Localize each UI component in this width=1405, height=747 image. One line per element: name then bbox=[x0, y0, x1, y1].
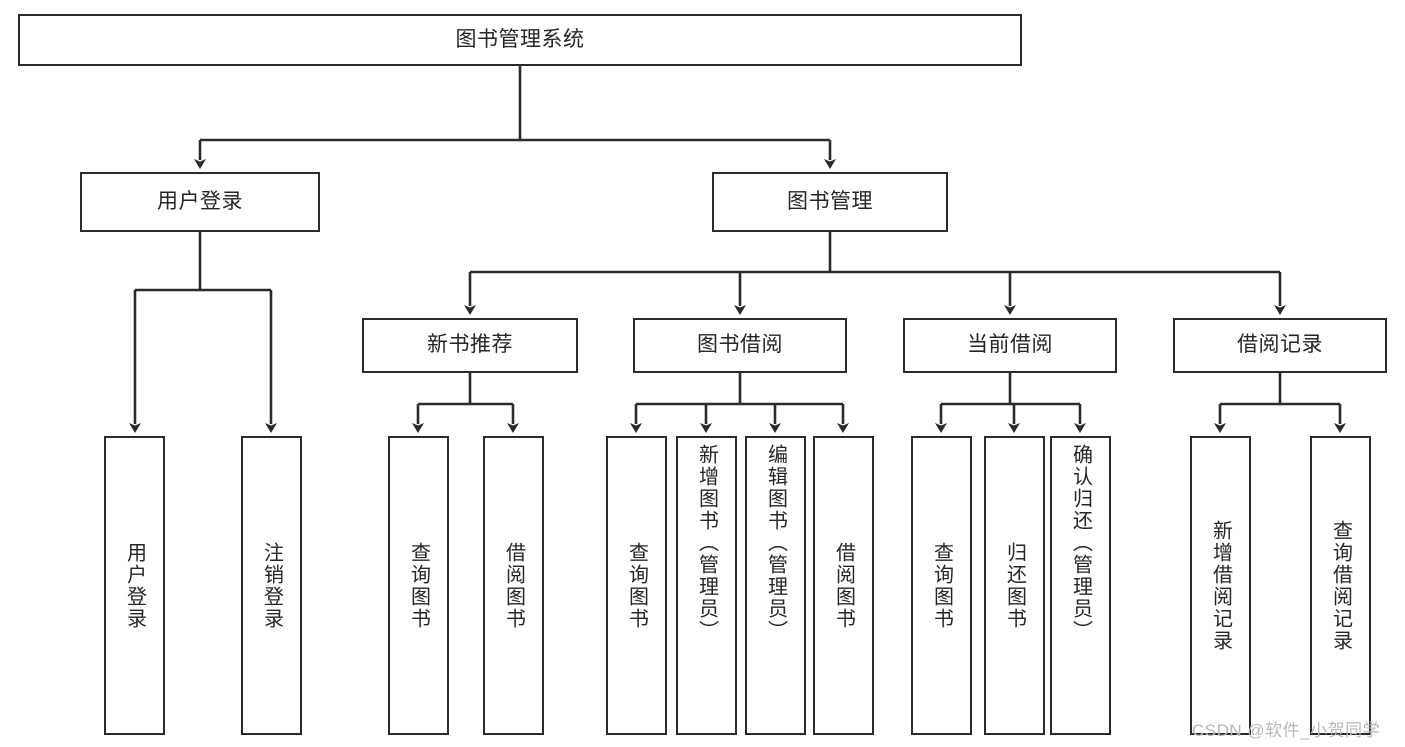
node-user-login[interactable]: 用户登录 bbox=[80, 172, 320, 232]
csdn-watermark: CSDN @软件_小贺同学 bbox=[1192, 721, 1381, 740]
node-root[interactable]: 图书管理系统 bbox=[18, 14, 1022, 66]
leaf-return-book[interactable]: 归还图书 bbox=[984, 436, 1045, 735]
node-book-borrow[interactable]: 图书借阅 bbox=[633, 318, 847, 373]
leaf-borrow-book-recommend[interactable]: 借阅图书 bbox=[483, 436, 544, 735]
leaf-logout[interactable]: 注销登录 bbox=[241, 436, 302, 735]
leaf-query-borrow-record[interactable]: 查询借阅记录 bbox=[1310, 436, 1371, 735]
leaf-query-book-recommend[interactable]: 查询图书 bbox=[388, 436, 449, 735]
leaf-add-borrow-record[interactable]: 新增借阅记录 bbox=[1190, 436, 1251, 735]
node-current-borrow[interactable]: 当前借阅 bbox=[903, 318, 1117, 373]
leaf-borrow-book[interactable]: 借阅图书 bbox=[813, 436, 874, 735]
leaf-add-book[interactable]: 新增图书（管理员） bbox=[676, 436, 737, 735]
leaf-query-book-borrow[interactable]: 查询图书 bbox=[606, 436, 667, 735]
leaf-query-book-current[interactable]: 查询图书 bbox=[911, 436, 972, 735]
leaf-user-login[interactable]: 用户登录 bbox=[104, 436, 165, 735]
leaf-edit-book[interactable]: 编辑图书（管理员） bbox=[745, 436, 806, 735]
leaf-confirm-return[interactable]: 确认归还（管理员） bbox=[1050, 436, 1111, 735]
node-borrow-record[interactable]: 借阅记录 bbox=[1173, 318, 1387, 373]
node-new-book-recommend[interactable]: 新书推荐 bbox=[362, 318, 578, 373]
node-book-management[interactable]: 图书管理 bbox=[712, 172, 948, 232]
